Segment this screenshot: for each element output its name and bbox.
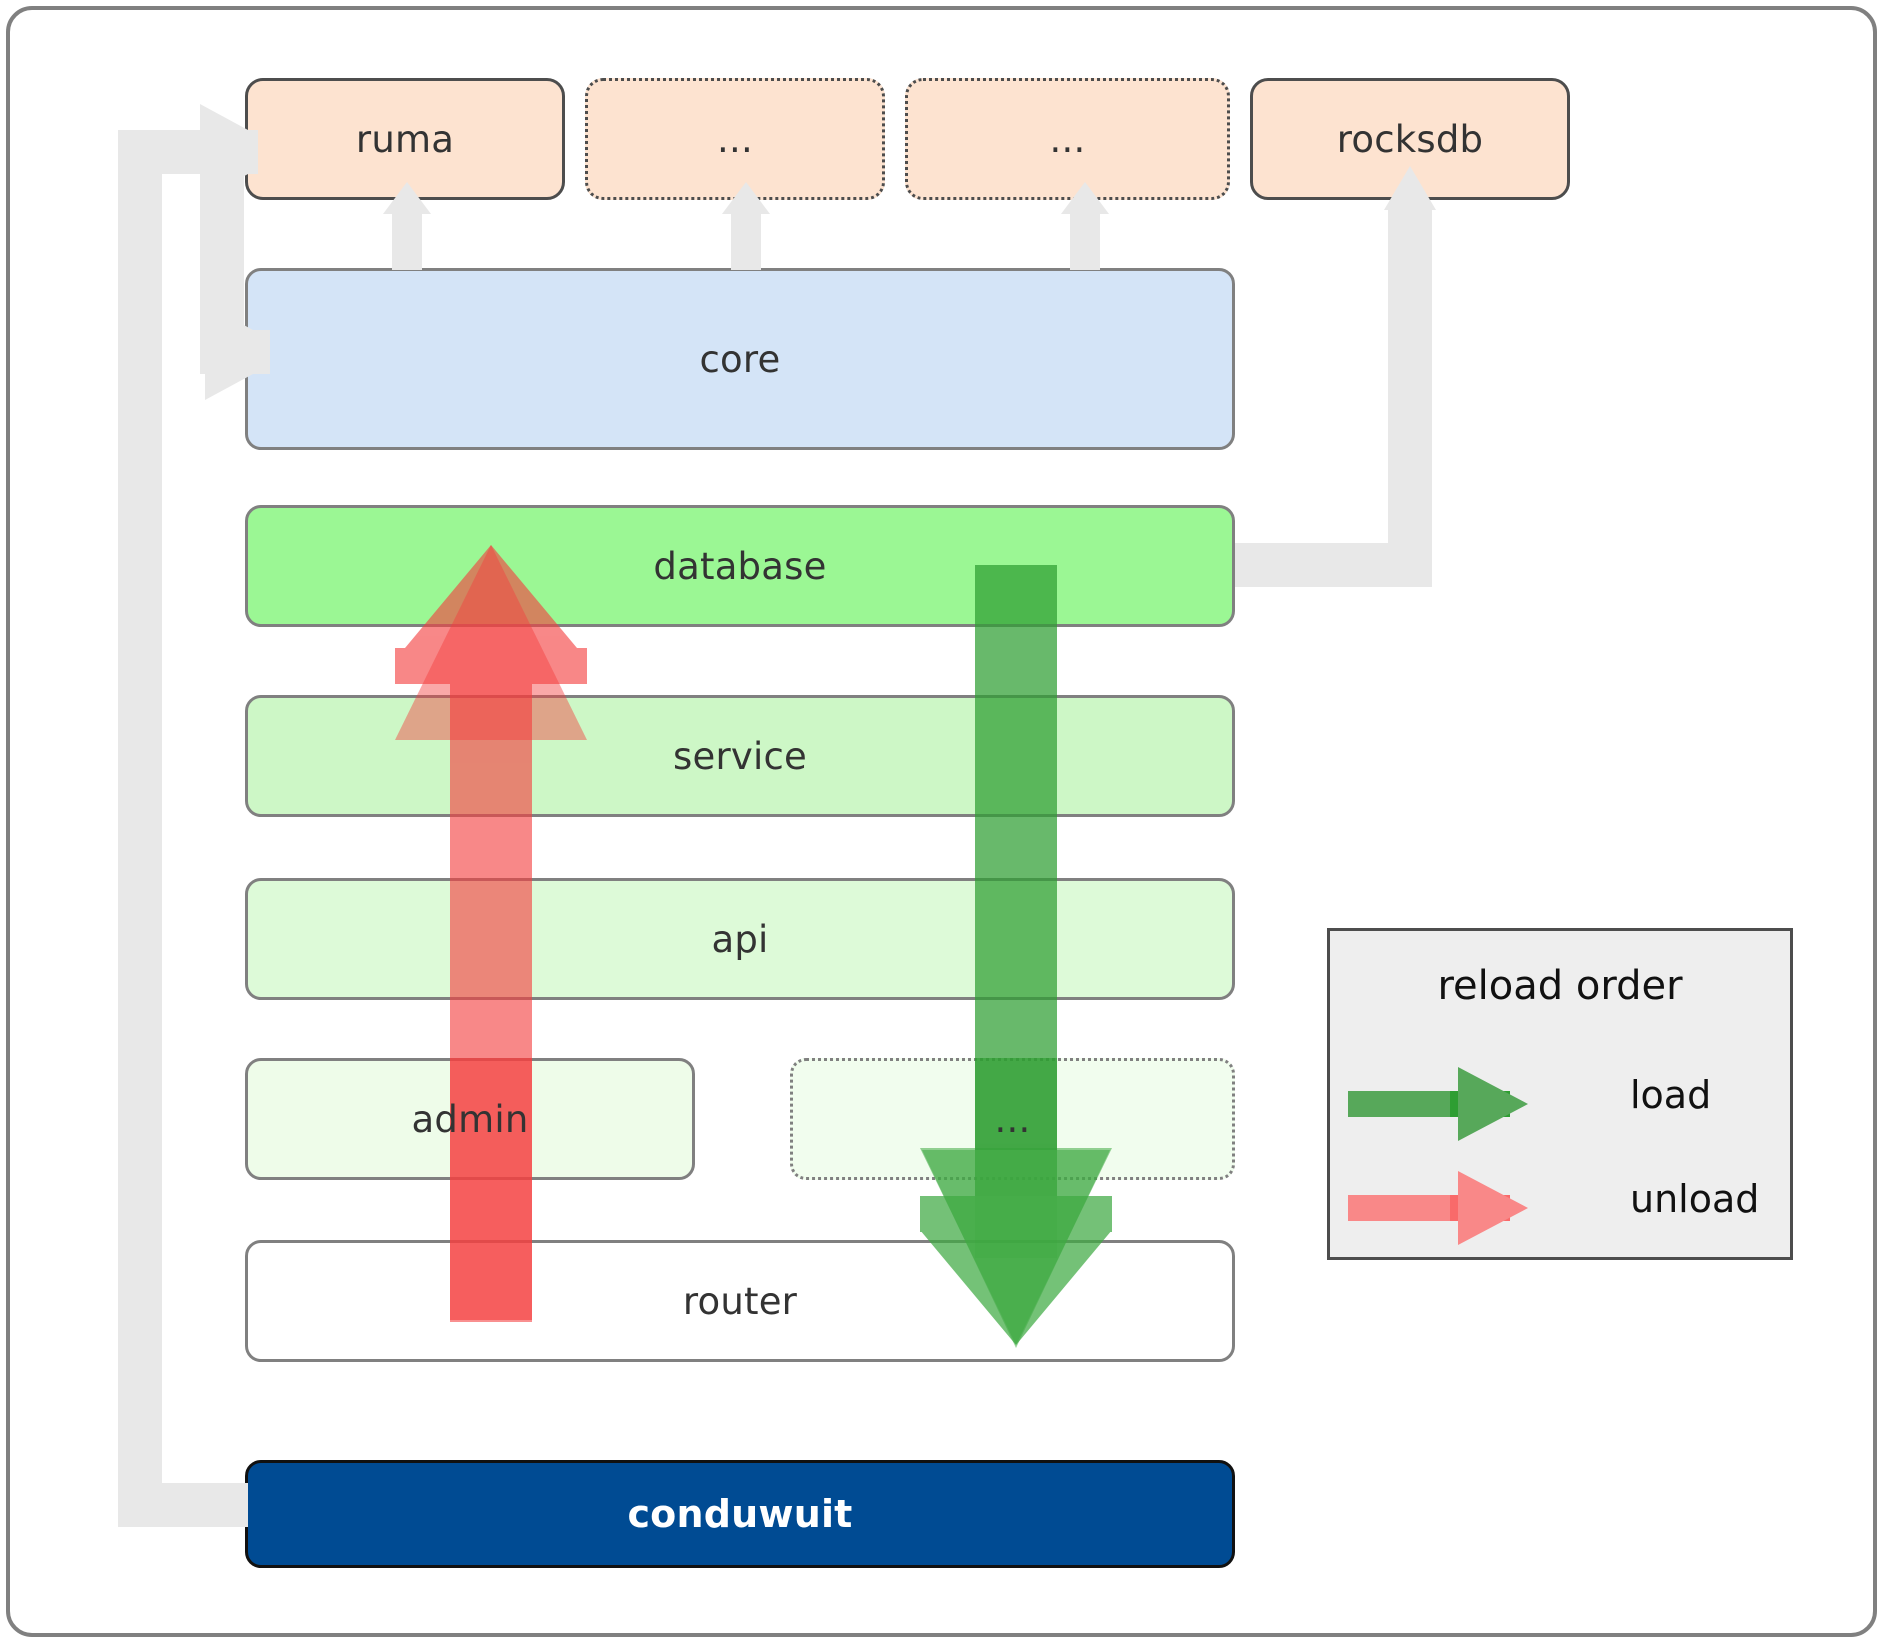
legend-row-unload: unload: [1330, 1163, 1790, 1253]
arrowhead-to-rocksdb: [1384, 166, 1436, 210]
dependency-box-dep2[interactable]: ...: [585, 78, 885, 200]
layer-box-api[interactable]: api: [245, 878, 1235, 1000]
legend-label: unload: [1630, 1177, 1760, 1221]
legend-row-load: load: [1330, 1059, 1790, 1149]
root-box-conduwuit[interactable]: conduwuit: [245, 1460, 1235, 1568]
unload-shaft-overlay: [450, 1058, 532, 1322]
arrowhead-to-ruma: [200, 104, 248, 200]
core-to-dependency-arrows: [383, 182, 1109, 270]
legend-title: reload order: [1437, 963, 1683, 1009]
load-shaft-overlay: [922, 1058, 1110, 1348]
legend-panel: reload order load unload: [1327, 928, 1793, 1260]
load-arrow-icon: [1348, 1067, 1528, 1141]
unload-arrow-big-outline: [395, 545, 587, 740]
right-connector-database-rocksdb: [1235, 210, 1432, 587]
unload-arrow-icon: [1348, 1171, 1528, 1245]
arrowhead-to-core: [205, 304, 253, 400]
layer-box-database[interactable]: database: [245, 505, 1235, 627]
legend-label: load: [1630, 1073, 1712, 1117]
